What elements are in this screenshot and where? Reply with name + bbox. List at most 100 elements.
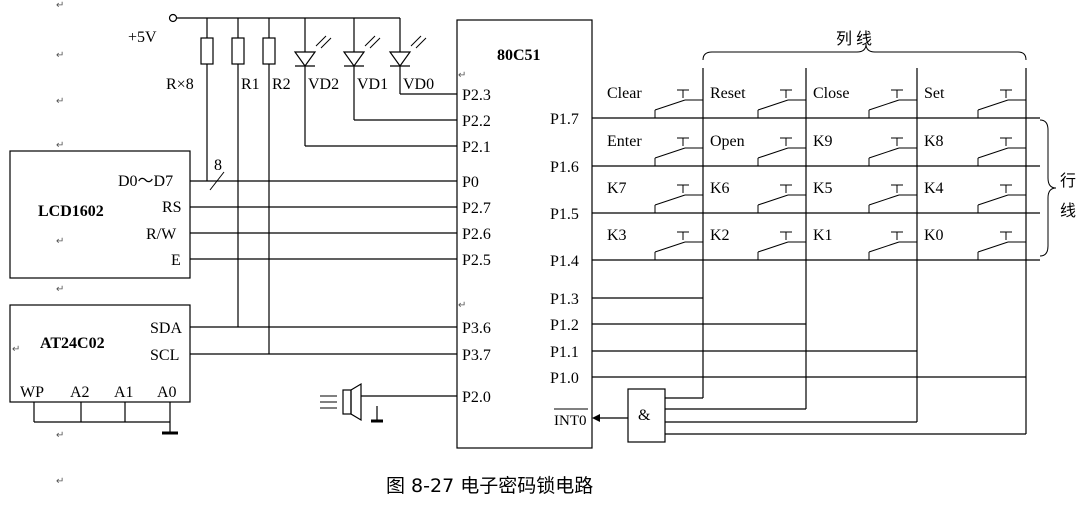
mcu-pin-p2-7: P2.7 xyxy=(462,200,491,217)
mcu-pin-p2-6: P2.6 xyxy=(462,226,491,243)
mcu-pin-p1-4: P1.4 xyxy=(550,253,579,270)
keypad-key: K8 xyxy=(924,133,1026,166)
keypad-key: Set xyxy=(924,85,1026,118)
lcd-pin-e: E xyxy=(171,252,181,269)
eeprom-name: AT24C02 xyxy=(40,335,105,352)
keypad-key-label: Open xyxy=(710,133,745,150)
led-vd2: VD2 xyxy=(293,18,339,146)
row-label-bottom: 线 xyxy=(1060,202,1076,220)
resistor-r1-label: R1 xyxy=(241,76,260,93)
mcu-pin-int0: INT0 xyxy=(554,413,587,429)
keypad-key-label: K7 xyxy=(607,180,627,197)
eeprom-pin-wp: WP xyxy=(20,384,44,401)
lcd-pin-rw: R/W xyxy=(146,226,177,243)
mcu-pin-p2-3: P2.3 xyxy=(462,87,491,104)
resistor-r1: R1 xyxy=(231,18,260,327)
keypad-key: Open xyxy=(710,133,806,166)
svg-text:↵: ↵ xyxy=(56,50,64,61)
mcu-pin-p3-7: P3.7 xyxy=(462,347,491,364)
buzzer-icon xyxy=(320,382,457,423)
keypad-key: Enter xyxy=(607,133,703,166)
mcu-pin-p1-3: P1.3 xyxy=(550,291,579,308)
svg-text:↵: ↵ xyxy=(56,236,64,247)
resistor-r2: R2 xyxy=(262,18,291,354)
led-vd2-label: VD2 xyxy=(308,76,339,93)
keypad-key-label: K8 xyxy=(924,133,944,150)
keypad-key-label: K2 xyxy=(710,227,730,244)
mcu-pin-p1-6: P1.6 xyxy=(550,159,579,176)
svg-text:↵: ↵ xyxy=(56,476,64,487)
keypad-key-label: K4 xyxy=(924,180,944,197)
eeprom-pin-sda: SDA xyxy=(150,320,182,337)
svg-text:↵: ↵ xyxy=(56,96,64,107)
and-gate-symbol: & xyxy=(638,407,651,424)
row-label-top: 行 xyxy=(1060,172,1076,190)
figure-caption: 图 8-27 电子密码锁电路 xyxy=(386,475,593,497)
paragraph-marks: ↵ ↵ ↵ ↵ ↵ ↵ ↵ ↵ ↵ ↵ ↵ xyxy=(12,0,466,487)
lcd-pin-rs: RS xyxy=(162,199,182,216)
keypad-key: K2 xyxy=(710,227,806,260)
keypad-key: Close xyxy=(813,85,917,118)
mcu-name: 80C51 xyxy=(497,47,541,64)
keypad-key: K5 xyxy=(813,180,917,213)
and-gate: & xyxy=(592,298,1027,443)
mcu-pin-p2-1: P2.1 xyxy=(462,139,491,156)
keypad-key: Reset xyxy=(710,85,806,118)
keypad-key: Clear xyxy=(607,85,703,118)
keypad-key: K7 xyxy=(607,180,703,213)
lcd-name: LCD1602 xyxy=(38,203,104,220)
resistor-r2-label: R2 xyxy=(272,76,291,93)
keypad-key-label: K9 xyxy=(813,133,833,150)
svg-text:↵: ↵ xyxy=(56,0,64,11)
led-vd1: VD1 xyxy=(342,18,388,120)
keypad-key-label: Close xyxy=(813,85,849,102)
lcd-pin-data: D0～D7 xyxy=(118,173,173,190)
svg-text:↵: ↵ xyxy=(56,284,64,295)
at24c02: AT24C02 SDA SCL WP A2 A1 A0 xyxy=(9,304,191,403)
mcu-pin-p1-1: P1.1 xyxy=(550,344,579,361)
svg-text:↵: ↵ xyxy=(12,344,20,355)
eeprom-pin-a2: A2 xyxy=(70,384,90,401)
keypad-key-label: Enter xyxy=(607,133,642,150)
keypad-key-label: K3 xyxy=(607,227,627,244)
keypad-key-label: K5 xyxy=(813,180,833,197)
keypad-key: K1 xyxy=(813,227,917,260)
lcd1602: LCD1602 D0～D7 RS R/W E xyxy=(9,150,191,279)
power-label: +5V xyxy=(128,29,157,46)
keypad-key: K3 xyxy=(607,227,703,260)
mcu-pin-p1-5: P1.5 xyxy=(550,206,579,223)
keypad-key-label: Set xyxy=(924,85,945,102)
eeprom-pin-scl: SCL xyxy=(150,347,179,364)
led-vd1-label: VD1 xyxy=(357,76,388,93)
svg-text:↵: ↵ xyxy=(458,70,466,81)
keypad-key: K9 xyxy=(813,133,917,166)
svg-text:↵: ↵ xyxy=(56,430,64,441)
led-vd0-label: VD0 xyxy=(403,76,434,93)
bus-width-label: 8 xyxy=(214,157,222,174)
mcu-pin-p1-7: P1.7 xyxy=(550,111,579,128)
svg-text:↵: ↵ xyxy=(458,300,466,311)
keypad-key: K6 xyxy=(710,180,806,213)
mcu-pin-p3-6: P3.6 xyxy=(462,320,491,337)
keypad-key-label: K1 xyxy=(813,227,833,244)
keypad-key-label: Clear xyxy=(607,85,642,102)
mcu-pin-p1-2: P1.2 xyxy=(550,317,579,334)
led-vd0: VD0 xyxy=(388,18,434,94)
keypad-key-label: Reset xyxy=(710,85,746,102)
mcu-pin-p2-5: P2.5 xyxy=(462,252,491,269)
eeprom-pin-a1: A1 xyxy=(114,384,134,401)
svg-text:↵: ↵ xyxy=(56,140,64,151)
keypad-key: K4 xyxy=(924,180,1026,213)
mcu-pin-p2-0: P2.0 xyxy=(462,389,491,406)
mcu-80c51: 80C51 P2.3 P2.2 P2.1 P0 P2.7 P2.6 P2.5 P… xyxy=(456,19,593,449)
keypad-key-label: K6 xyxy=(710,180,730,197)
mcu-pin-p0: P0 xyxy=(462,174,479,191)
resistor-network: R×8 xyxy=(166,18,214,181)
eeprom-pin-a0: A0 xyxy=(157,384,177,401)
mcu-pin-p2-2: P2.2 xyxy=(462,113,491,130)
resistor-network-label: R×8 xyxy=(166,76,194,93)
keypad-key: K0 xyxy=(924,227,1026,260)
power-rail: +5V xyxy=(128,13,400,46)
